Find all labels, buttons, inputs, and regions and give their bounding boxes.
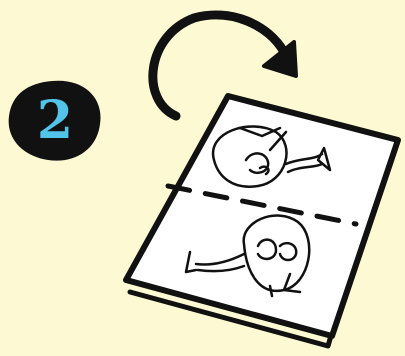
- step-number: 2: [6, 79, 104, 163]
- folded-paper-icon: [126, 96, 398, 346]
